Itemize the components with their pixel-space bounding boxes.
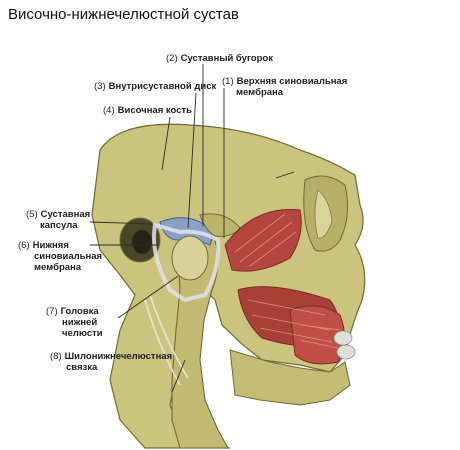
label-stylomandibular-ligament: (8)Шилонижнечелюстная связка	[50, 351, 173, 373]
zygomatic-inner	[314, 189, 333, 239]
ear-canal-inner	[132, 230, 152, 254]
label-lower-synovial-membrane: (6)Нижняя синовиальная мембрана	[18, 240, 103, 273]
label-mandibular-head: (7)Головка нижней челюсти	[46, 306, 103, 339]
lateral-pterygoid-upper	[224, 208, 302, 272]
label-articular-capsule: (5)Суставная капсула	[26, 209, 91, 231]
stylomandibular-ligament	[149, 294, 189, 379]
mandible-body	[229, 349, 351, 406]
label-upper-synovial-membrane: (1)Верхняя синовиальная мембрана	[222, 76, 348, 98]
label-articular-disc: (3)Внутрисуставной диск	[94, 81, 217, 92]
articular-tubercle	[199, 213, 241, 237]
label-articular-tubercle: (2)Суставный бугорок	[166, 53, 273, 64]
teeth	[333, 330, 356, 360]
diagram-title: Височно-нижнечелюстной сустав	[8, 6, 239, 23]
articular-capsule	[152, 222, 221, 303]
label-temporal-bone: (4)Височная кость	[103, 105, 192, 116]
mandibular-head	[171, 235, 209, 281]
